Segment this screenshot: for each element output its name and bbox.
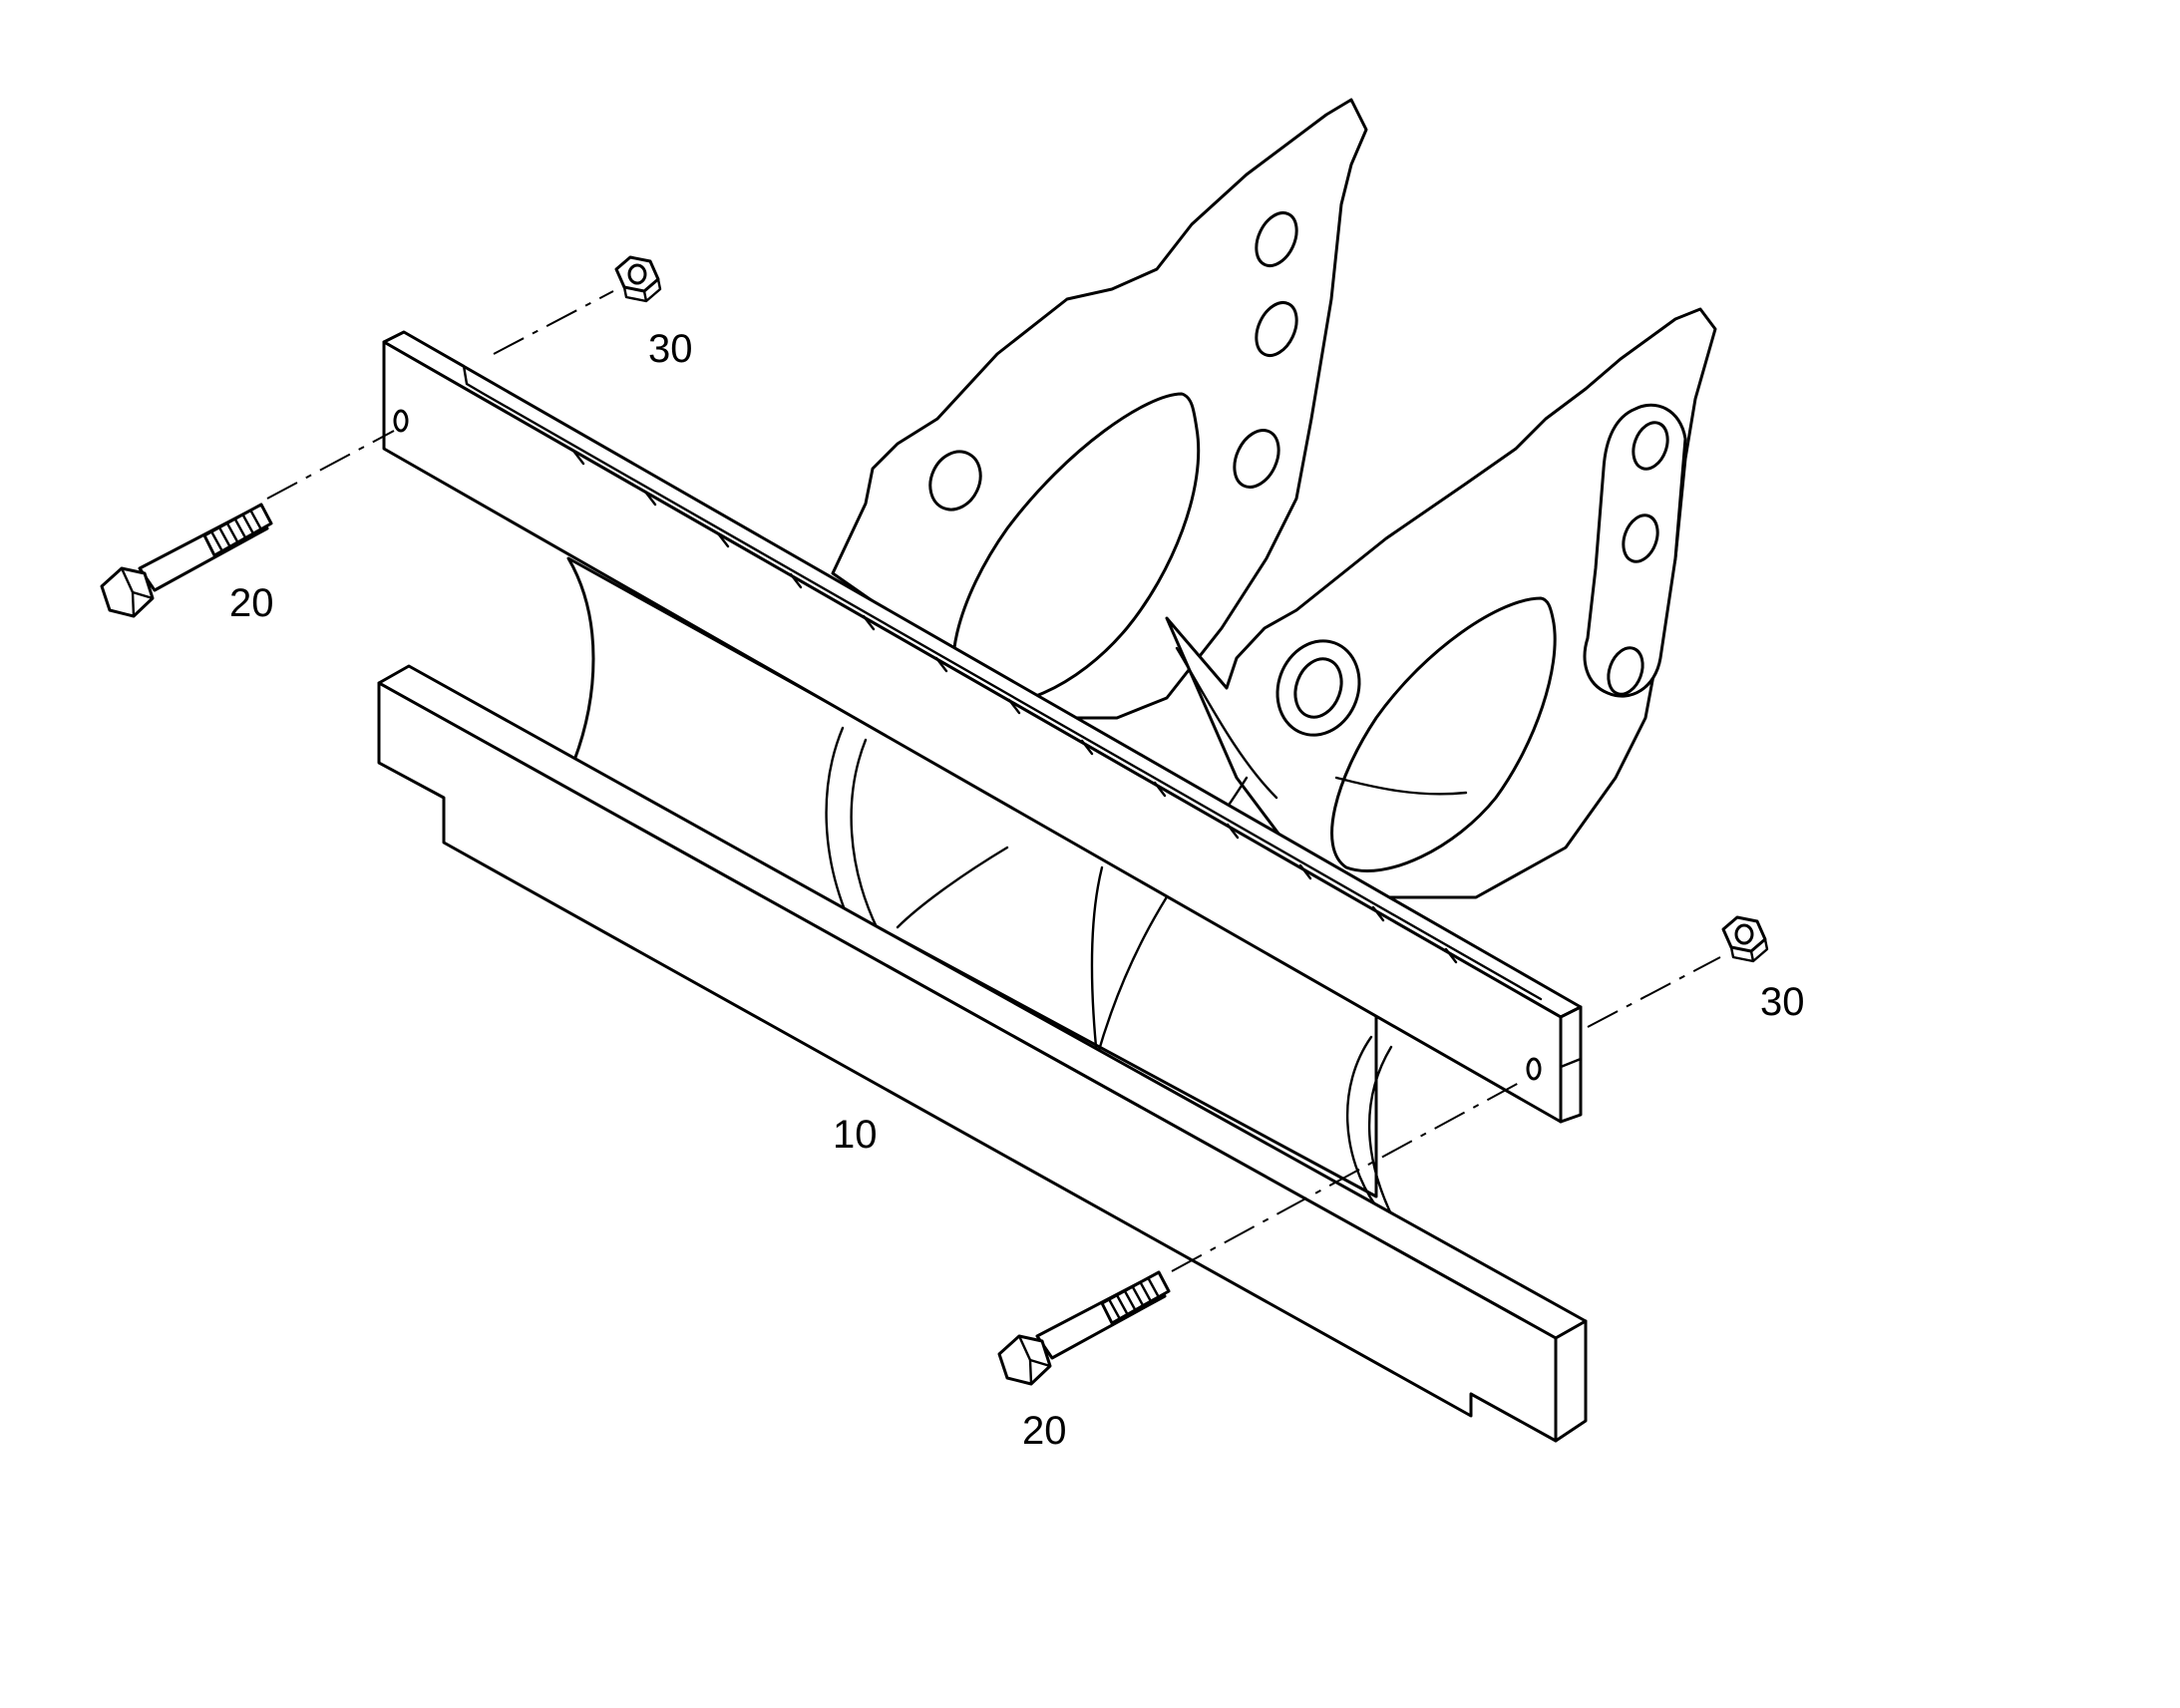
- callout-nut-top: 30: [648, 327, 693, 371]
- callout-seal-bar: 10: [833, 1113, 878, 1157]
- centerline-bolt-left: [266, 430, 395, 500]
- centerline-bolt-right: [1171, 1081, 1522, 1272]
- centerline-nut-right: [1587, 956, 1721, 1028]
- clamp-bar-upper: [382, 330, 1583, 1124]
- callout-bolt-right: 20: [1022, 1409, 1067, 1453]
- hex-bolt-left: [100, 503, 273, 618]
- callout-nut-right: 30: [1760, 980, 1805, 1024]
- seal-bar-lower: [377, 664, 1588, 1443]
- hex-nut-right: [1721, 915, 1769, 963]
- bracket-plate-right: [1165, 307, 1717, 899]
- centerline-nut-top: [493, 290, 614, 355]
- callout-bolt-left: 20: [229, 581, 274, 625]
- hex-bolt-right: [997, 1270, 1171, 1386]
- bracket-plate-left: [831, 98, 1368, 720]
- hex-nut-top: [614, 255, 662, 303]
